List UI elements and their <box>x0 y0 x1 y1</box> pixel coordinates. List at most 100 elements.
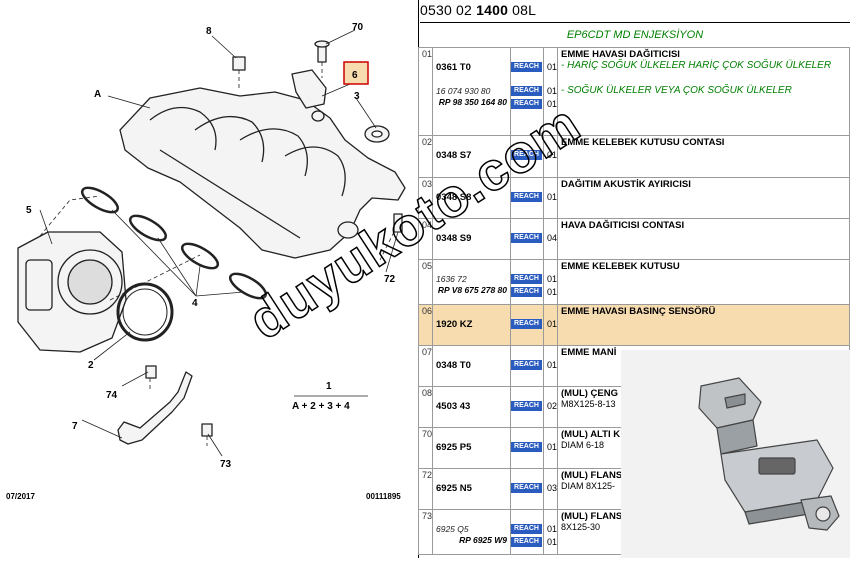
part-description: (MUL) FLANS <box>561 511 623 522</box>
callout-a: A <box>94 89 101 100</box>
row-item-number: 70 <box>418 427 433 469</box>
part-ref[interactable]: 0348 S9 <box>436 233 472 244</box>
reach-badge: REACH <box>511 537 542 547</box>
part-description: EMME KELEBEK KUTUSU <box>561 261 680 272</box>
part-spec: DIAM 6-18 <box>561 440 605 450</box>
sensor-callout-box <box>343 61 369 85</box>
part-description: (MUL) FLANS <box>561 470 623 481</box>
catalog-code: 0530 02 1400 08L <box>420 2 537 18</box>
part-note: - SOĞUK ÜLKELER VEYA ÇOK SOĞUK ÜLKELER <box>561 85 792 96</box>
reach-badge: REACH <box>511 192 542 202</box>
reach-badge: REACH <box>511 62 542 72</box>
row-item-number: 06 <box>418 304 433 346</box>
part-ref[interactable]: 6925 P5 <box>436 442 472 453</box>
reach-badge: REACH <box>511 401 542 411</box>
part-ref-rp[interactable]: RP 98 350 164 80 <box>438 97 507 107</box>
table-row[interactable]: 01 0361 T0 16 074 930 80 RP 98 350 164 8… <box>418 47 850 136</box>
callout-5: 5 <box>26 205 32 216</box>
reach-badge: REACH <box>511 524 542 534</box>
quantity: 01 <box>547 287 558 297</box>
part-description: EMME MANİ <box>561 347 617 358</box>
pressure-sensor-drawing <box>291 69 327 109</box>
intake-manifold-drawing <box>119 87 406 259</box>
part-description: EMME HAVASI DAĞITICISI <box>561 49 680 60</box>
reach-badge: REACH <box>511 274 542 284</box>
table-row[interactable]: 03 0348 S8 REACH 01 DAĞITIM AKUSTİK AYIR… <box>418 177 850 219</box>
part-ref[interactable]: 6925 Q5 <box>436 524 469 534</box>
row-item-number: 02 <box>418 135 433 178</box>
reach-badge: REACH <box>511 287 542 297</box>
quantity: 04 <box>547 233 558 243</box>
part-ref[interactable]: 0348 S7 <box>436 150 472 161</box>
table-row[interactable]: 05 1636 72 RP V8 675 278 80 REACH REACH … <box>418 259 850 305</box>
row-item-number: 08 <box>418 386 433 428</box>
part-ref[interactable]: 1636 72 <box>436 274 467 284</box>
quantity: 01 <box>547 319 558 329</box>
row-item-number: 72 <box>418 468 433 510</box>
reach-badge: REACH <box>511 442 542 452</box>
callout-1: 1 <box>326 381 332 392</box>
callout-8: 8 <box>206 26 212 37</box>
part-description: HAVA DAĞITICISI CONTASI <box>561 220 685 231</box>
part-description: (MUL) ÇENG <box>561 388 618 399</box>
diagram-ref-number: 00111895 <box>366 492 401 501</box>
part-description: EMME KELEBEK KUTUSU CONTASI <box>561 137 725 148</box>
quantity: 01 <box>547 150 558 160</box>
quantity: 01 <box>547 537 558 547</box>
reach-badge: REACH <box>511 483 542 493</box>
quantity: 01 <box>547 524 558 534</box>
part-spec: DIAM 8X125- <box>561 481 616 491</box>
quantity: 01 <box>547 442 558 452</box>
pressure-sensor-image <box>698 377 840 531</box>
reach-badge: REACH <box>511 86 542 96</box>
callout-74: 74 <box>106 390 118 401</box>
row-item-number: 07 <box>418 345 433 387</box>
part-ref[interactable]: 6925 N5 <box>436 483 472 494</box>
quantity: 01 <box>547 360 558 370</box>
part-ref[interactable]: 0348 T0 <box>436 360 471 371</box>
sensor-product-photo <box>621 350 850 558</box>
callout-73: 73 <box>220 459 232 470</box>
part-description: EMME HAVASI BASINÇ SENSÖRÜ <box>561 306 716 317</box>
part-ref-rp[interactable]: RP 6925 W9 <box>459 535 507 545</box>
reach-badge: REACH <box>511 360 542 370</box>
callout-72: 72 <box>384 274 396 285</box>
callout-3: 3 <box>354 91 360 102</box>
table-row-selected[interactable]: 06 1920 KZ REACH 01 EMME HAVASI BASINÇ S… <box>418 304 850 346</box>
part-ref[interactable]: 4503 43 <box>436 401 471 412</box>
part-note: - HARİÇ SOĞUK ÜLKELER HARİÇ ÇOK SOĞUK ÜL… <box>561 60 832 71</box>
row-item-number: 73 <box>418 509 433 555</box>
part-ref[interactable]: 1920 KZ <box>436 319 473 330</box>
part-spec: M8X125-8-13 <box>561 399 616 409</box>
exploded-parts-diagram: A 8 70 6 3 5 72 4 2 74 1 A + 2 + 3 + 4 7… <box>17 22 406 470</box>
quantity: 01 <box>547 86 558 96</box>
part-ref-alt[interactable]: 16 074 930 80 <box>436 86 491 96</box>
formula: A + 2 + 3 + 4 <box>292 401 350 412</box>
quantity: 01 <box>547 62 558 72</box>
row-item-number: 01 <box>418 47 433 136</box>
part-spec: 8X125-30 <box>561 522 601 532</box>
part-description: DAĞITIM AKUSTİK AYIRICISI <box>561 179 691 190</box>
engine-label: EP6CDT MD ENJEKSİYON <box>420 22 850 48</box>
reach-badge: REACH <box>511 319 542 329</box>
callout-70: 70 <box>352 22 364 33</box>
quantity: 01 <box>547 274 558 284</box>
part-description: (MUL) ALTI K <box>561 429 621 440</box>
callout-4: 4 <box>192 298 198 309</box>
part-ref[interactable]: 0361 T0 <box>436 62 471 73</box>
reach-badge: REACH <box>511 150 542 160</box>
row-item-number: 05 <box>418 259 433 305</box>
quantity: 02 <box>547 401 558 411</box>
callout-2: 2 <box>88 360 94 371</box>
reach-badge: REACH <box>511 233 542 243</box>
diagram-date: 07/2017 <box>6 492 35 501</box>
part-ref-rp[interactable]: RP V8 675 278 80 <box>437 285 507 295</box>
reach-badge: REACH <box>511 99 542 109</box>
callout-7: 7 <box>72 421 78 432</box>
part-ref[interactable]: 0348 S8 <box>436 192 472 203</box>
table-row[interactable]: 04 0348 S9 REACH 04 HAVA DAĞITICISI CONT… <box>418 218 850 260</box>
callout-6: 6 <box>352 70 358 81</box>
table-row[interactable]: 02 0348 S7 REACH 01 EMME KELEBEK KUTUSU … <box>418 135 850 178</box>
quantity: 01 <box>547 192 558 202</box>
quantity: 03 <box>547 483 558 493</box>
